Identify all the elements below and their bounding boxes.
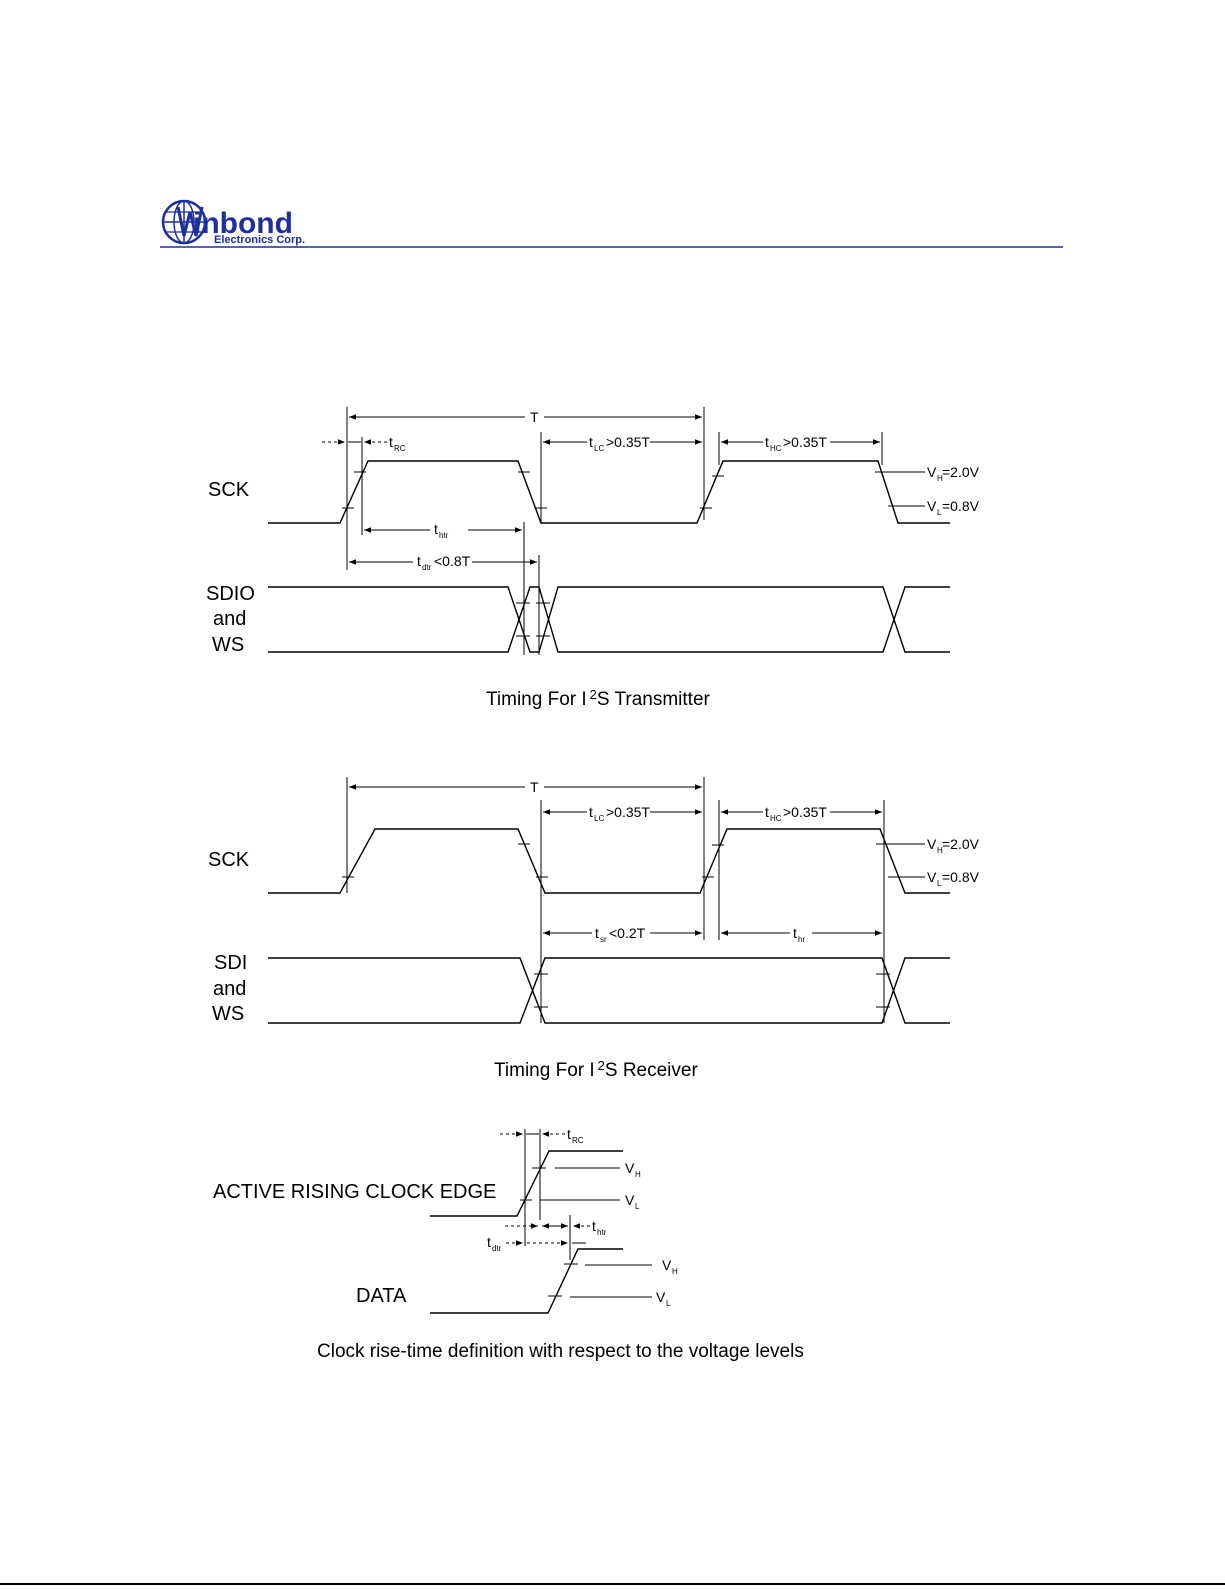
- rx-vl-v: V: [927, 869, 937, 885]
- tx-sck-waveform: [268, 460, 950, 524]
- tx-thc-sub: HC: [770, 444, 782, 453]
- tx-vl-label: =0.8V: [942, 498, 980, 514]
- rt-thtr-t: t: [592, 1218, 596, 1234]
- rx-vh-sub: H: [937, 846, 943, 855]
- tx-data-label-2: and: [213, 608, 246, 630]
- tx-tdtr-label: <0.8T: [434, 553, 471, 569]
- tx-thc-label: >0.35T: [783, 434, 827, 450]
- rx-thc-sub: HC: [770, 814, 782, 823]
- tx-sck-ticks: [342, 471, 900, 509]
- rx-tlc-label: >0.35T: [606, 804, 650, 820]
- rx-tlc-t: t: [589, 804, 593, 820]
- rx-data-waveform-high: [268, 957, 950, 1024]
- tx-data-ticks: [516, 602, 550, 637]
- transmitter-diagram: SCK SDIO and WS: [206, 407, 980, 710]
- rt-clock-vh-sub: H: [635, 1170, 641, 1179]
- rx-vl-label: =0.8V: [942, 869, 980, 885]
- rx-thr-sub: hr: [798, 935, 805, 944]
- tx-thtr-t: t: [434, 521, 438, 537]
- rx-sck-ticks: [342, 843, 900, 878]
- globe-icon: [161, 199, 207, 245]
- rx-data-ticks: [534, 973, 890, 1008]
- rx-tsr-sub: sr: [600, 935, 607, 944]
- tx-thtr-sub: htr: [439, 531, 449, 540]
- rt-data-vl-sub: L: [666, 1299, 671, 1308]
- tx-tlc-t: t: [589, 434, 593, 450]
- rx-thc-t: t: [765, 804, 769, 820]
- receiver-diagram: SCK SDI and WS T t LC >0.: [208, 777, 980, 1081]
- rx-sck-waveform: [268, 828, 950, 894]
- rt-clock-vl-sub: L: [635, 1202, 640, 1211]
- rt-reference-lines: [524, 1129, 571, 1260]
- tx-data-label-3: WS: [212, 634, 244, 656]
- rx-tlc-sub: LC: [594, 814, 604, 823]
- rt-data-vh-sub: H: [672, 1267, 678, 1276]
- rt-data-vh-v: V: [662, 1257, 672, 1273]
- rx-data-label-2: and: [213, 978, 246, 1000]
- rt-caption: Clock rise-time definition with respect …: [317, 1341, 804, 1362]
- tx-tdtr-t: t: [417, 553, 421, 569]
- tx-sck-label: SCK: [208, 479, 250, 501]
- tx-data-label-1: SDIO: [206, 583, 255, 605]
- rt-data-waveform: [430, 1248, 623, 1314]
- tx-reference-lines: [346, 407, 883, 655]
- tx-data-waveform-low: [268, 586, 950, 653]
- rx-data-label-3: WS: [212, 1003, 244, 1025]
- rx-t-label: T: [530, 779, 539, 795]
- risetime-diagram: ACTIVE RISING CLOCK EDGE DATA t RC V H V…: [213, 1126, 804, 1362]
- rx-vh-label: =2.0V: [942, 836, 980, 852]
- rt-data-label: DATA: [356, 1285, 407, 1307]
- logo-subtitle: Electronics Corp.: [214, 234, 305, 246]
- rx-reference-lines: [346, 777, 885, 1023]
- rt-trc-sub: RC: [572, 1136, 584, 1145]
- tx-vh-sub: H: [937, 474, 943, 483]
- rx-data-waveform-low: [268, 957, 950, 1024]
- tx-t-label: T: [530, 409, 539, 425]
- rt-clock-waveform: [430, 1150, 623, 1217]
- rt-tdtr-sub: dtr: [492, 1244, 502, 1253]
- logo-wordmark: inbond: [193, 207, 293, 240]
- tx-vl-sub: L: [937, 508, 942, 517]
- rx-tsr-t: t: [595, 925, 599, 941]
- rt-thtr-sub: htr: [597, 1228, 607, 1237]
- rx-thr-t: t: [793, 925, 797, 941]
- rx-data-label-1: SDI: [214, 952, 247, 974]
- rt-tdtr-t: t: [487, 1234, 491, 1250]
- rt-clock-label: ACTIVE RISING CLOCK EDGE: [213, 1181, 496, 1203]
- rt-clock-vh-v: V: [625, 1160, 635, 1176]
- rx-thc-label: >0.35T: [783, 804, 827, 820]
- tx-tlc-sub: LC: [594, 444, 604, 453]
- rt-data-vl-v: V: [656, 1289, 666, 1305]
- tx-tlc-label: >0.35T: [606, 434, 650, 450]
- rx-vh-v: V: [927, 836, 937, 852]
- tx-trc-t: t: [389, 434, 393, 450]
- tx-vh-label: =2.0V: [942, 464, 980, 480]
- rt-trc-t: t: [567, 1126, 571, 1142]
- tx-tdtr-sub: dtr: [422, 563, 432, 572]
- rx-tsr-label: <0.2T: [609, 925, 646, 941]
- rx-vl-sub: L: [937, 879, 942, 888]
- tx-thc-t: t: [765, 434, 769, 450]
- winbond-logo: inbond Electronics Corp.: [161, 199, 305, 246]
- tx-data-waveform-high: [268, 586, 950, 653]
- tx-vh-v: V: [927, 464, 937, 480]
- rt-ticks: [520, 1167, 578, 1297]
- tx-vl-v: V: [927, 498, 937, 514]
- rt-clock-vl-v: V: [625, 1192, 635, 1208]
- rx-sck-label: SCK: [208, 849, 250, 871]
- tx-trc-sub: RC: [394, 444, 406, 453]
